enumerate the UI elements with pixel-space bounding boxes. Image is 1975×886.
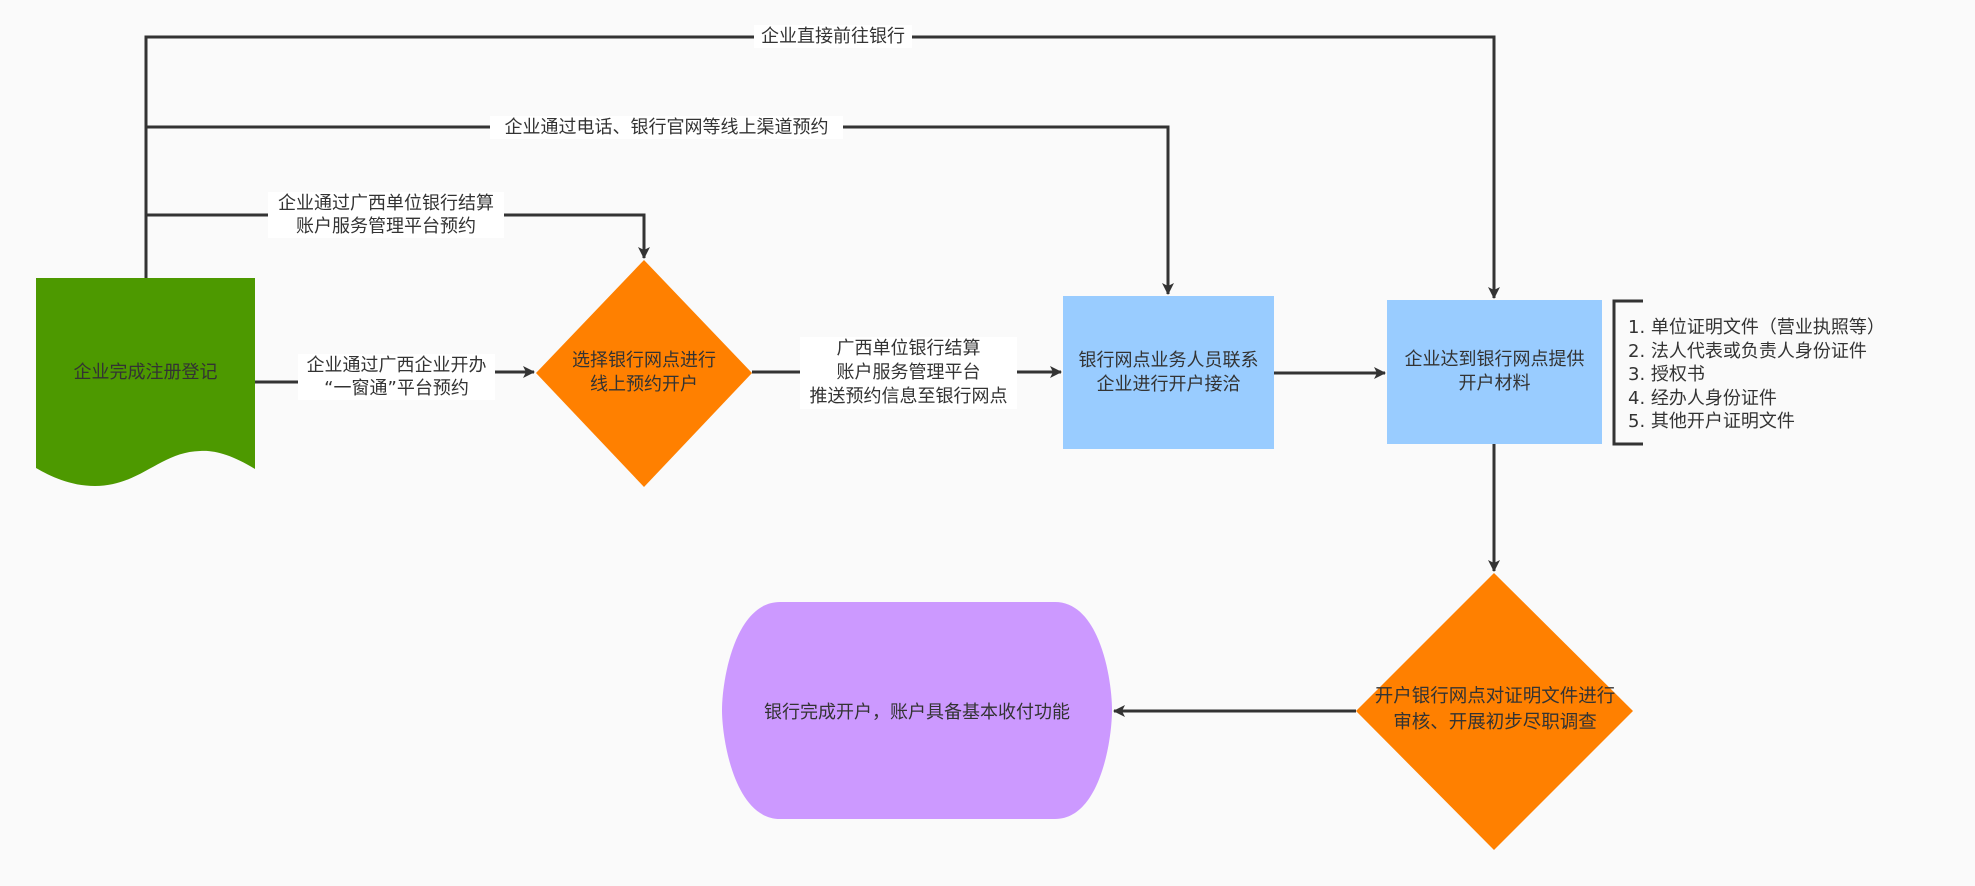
node-complete-label: 银行完成开户，账户具备基本收付功能 bbox=[764, 702, 1070, 723]
node-bank-contact-label: 银行网点业务人员联系企业进行开户接洽 bbox=[1078, 349, 1259, 395]
edge-label-phone-web: 企业通过电话、银行官网等线上渠道预约 bbox=[490, 116, 843, 139]
node-online-booking-shape[interactable] bbox=[536, 260, 752, 487]
materials-bracket bbox=[1612, 299, 1643, 446]
node-bank-contact-shape[interactable] bbox=[1063, 296, 1274, 449]
edge-label-line: 账户服务管理平台预约 bbox=[296, 216, 476, 237]
materials-list-item: 5. 其他开户证明文件 bbox=[1628, 411, 1795, 432]
node-review-label: 开户银行网点对证明文件进行审核、开展初步尽职调查 bbox=[1374, 686, 1616, 733]
node-bank-contact[interactable]: 银行网点业务人员联系企业进行开户接洽 bbox=[1073, 296, 1264, 449]
materials-list-item: 1. 单位证明文件（营业执照等） bbox=[1628, 317, 1885, 338]
edge-label-line: 广西单位银行结算 bbox=[836, 338, 981, 359]
edge-label-line: 企业通过广西单位银行结算 bbox=[278, 193, 494, 214]
edge-label-line: 推送预约信息至银行网点 bbox=[809, 386, 1008, 407]
node-submit-materials-shape[interactable] bbox=[1387, 300, 1602, 444]
node-registration-label: 企业完成注册登记 bbox=[73, 362, 218, 383]
materials-list-item: 4. 经办人身份证件 bbox=[1628, 387, 1777, 409]
materials-list: 1. 单位证明文件（营业执照等） 2. 法人代表或负责人身份证件 3. 授权书 … bbox=[1628, 316, 1885, 434]
node-review[interactable]: 开户银行网点对证明文件进行审核、开展初步尽职调查 bbox=[1374, 680, 1616, 740]
node-submit-materials[interactable]: 企业达到银行网点提供开户材料 bbox=[1397, 300, 1592, 444]
edge-label-push-info: 广西单位银行结算 账户服务管理平台 推送预约信息至银行网点 bbox=[800, 337, 1017, 409]
edge-label-direct-to-bank: 企业直接前往银行 bbox=[754, 25, 912, 48]
node-review-shape[interactable] bbox=[1356, 573, 1633, 850]
edge-phone-web[interactable] bbox=[146, 125, 1174, 295]
node-online-booking-label: 选择银行网点进行线上预约开户 bbox=[572, 350, 716, 395]
materials-list-item: 3. 授权书 bbox=[1628, 364, 1705, 385]
edge-label-line: 账户服务管理平台 bbox=[836, 362, 981, 383]
edge-label-line: 企业通过广西企业开办 bbox=[306, 355, 487, 376]
edge-label-line: “一窗通”平台预约 bbox=[324, 378, 469, 399]
node-registration[interactable]: 企业完成注册登记 bbox=[36, 278, 255, 468]
edge-label-gx-platform: 企业通过广西单位银行结算 账户服务管理平台预约 bbox=[268, 192, 504, 238]
node-submit-materials-label: 企业达到银行网点提供开户材料 bbox=[1404, 349, 1585, 394]
node-complete[interactable]: 银行完成开户，账户具备基本收付功能 bbox=[722, 602, 1112, 824]
node-complete-shape[interactable] bbox=[722, 602, 1112, 819]
node-registration-shape[interactable] bbox=[36, 278, 255, 486]
edge-label-one-window: 企业通过广西企业开办 “一窗通”平台预约 bbox=[298, 354, 495, 400]
materials-list-item: 2. 法人代表或负责人身份证件 bbox=[1628, 340, 1867, 362]
node-online-booking[interactable]: 选择银行网点进行线上预约开户 bbox=[566, 320, 722, 426]
